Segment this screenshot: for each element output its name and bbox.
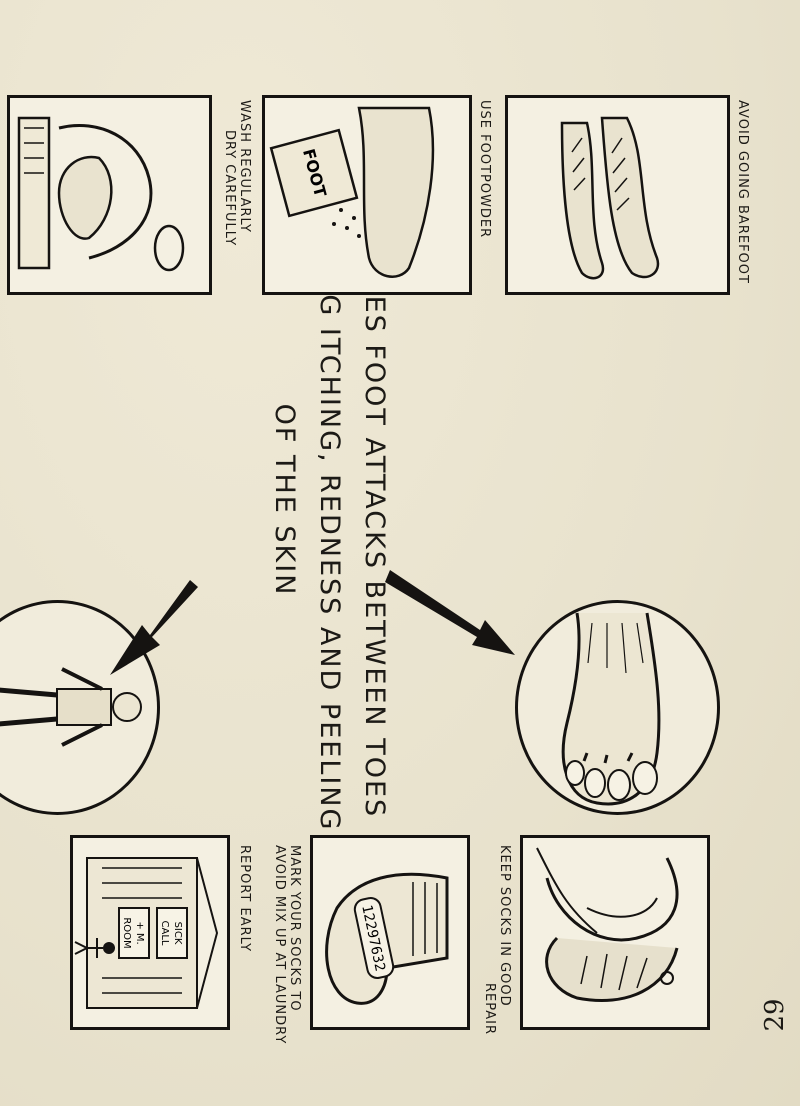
- footpowder-illustration: FOOT: [269, 106, 435, 278]
- sick-call-sign-line1: SICK: [172, 922, 183, 945]
- aid-sign-line1: + M.: [134, 921, 145, 944]
- page-number: 29: [760, 998, 790, 1032]
- soldier-figure-illustration: [0, 667, 142, 747]
- caption-mark-socks: MARK YOUR SOCKS TO AVOID MIX UP AT LAUND…: [272, 845, 302, 1045]
- panel-wash: [7, 95, 212, 295]
- headline-line3: OF THE SKIN: [269, 403, 300, 597]
- pointer-arrow-lower: [110, 580, 198, 675]
- panel-barefoot: [505, 95, 730, 295]
- pointer-arrow-upper: [385, 570, 515, 655]
- caption-use-footpowder: USE FOOTPOWDER: [477, 100, 492, 239]
- washing-feet-illustration: [17, 116, 185, 272]
- sock-darning-illustration: [536, 847, 679, 1003]
- infected-toes-illustration: [561, 612, 661, 806]
- bare-feet-illustration: [560, 116, 660, 280]
- panel-marked-sock: 12297632: [310, 835, 470, 1030]
- marked-sock-illustration: 12297632: [325, 872, 449, 1005]
- caption-avoid-barefoot: AVOID GOING BAREFOOT: [735, 100, 750, 284]
- foot-closeup-circle: [515, 600, 720, 815]
- sick-call-sign-line2: CALL: [159, 921, 170, 946]
- caption-keep-socks-repair: KEEP SOCKS IN GOOD REPAIR: [482, 845, 512, 1035]
- aid-sign-line2: ROOM: [121, 917, 132, 948]
- panel-sock-repair: [520, 835, 710, 1030]
- panel-report-early: SICK CALL + M. ROOM: [70, 835, 230, 1030]
- caption-wash-regularly: WASH REGULARLY DRY CAREFULLY: [222, 100, 252, 247]
- panel-footpowder: FOOT: [262, 95, 472, 295]
- sick-call-building-illustration: SICK CALL + M. ROOM: [74, 857, 219, 1009]
- caption-report-early: REPORT EARLY: [237, 845, 252, 953]
- soldier-circle: [0, 600, 160, 815]
